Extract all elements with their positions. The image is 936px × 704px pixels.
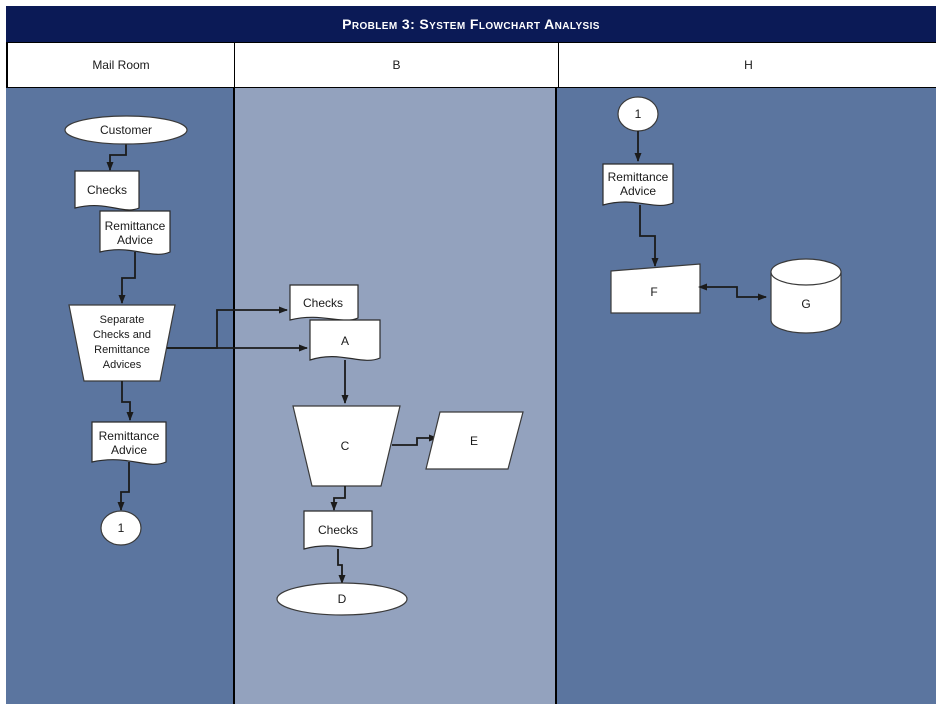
page-title: Problem 3: System Flowchart Analysis [342, 16, 600, 32]
column-header-b-label: B [392, 58, 401, 72]
swimlane-b [233, 88, 557, 704]
column-header-mail-room: Mail Room [8, 43, 235, 87]
column-header-h-label: H [744, 58, 753, 72]
swimlane-header-row: Mail Room B H [6, 42, 936, 88]
page-title-bar: Problem 3: System Flowchart Analysis [6, 6, 936, 42]
column-header-mail-room-label: Mail Room [92, 58, 150, 72]
swimlane-h [557, 88, 936, 704]
swimlane-mail-room [6, 88, 233, 704]
column-header-b: B [235, 43, 559, 87]
column-header-h: H [559, 43, 936, 87]
